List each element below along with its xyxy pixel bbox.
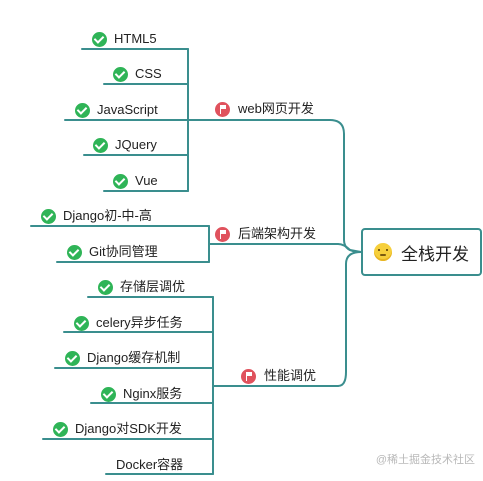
topic-label: JavaScript bbox=[97, 102, 158, 117]
topic-label: CSS bbox=[135, 66, 162, 81]
topic-vue[interactable]: Vue bbox=[113, 173, 158, 189]
check-icon bbox=[113, 66, 128, 82]
check-icon bbox=[93, 137, 108, 153]
topic-django-levels[interactable]: Django初-中-高 bbox=[41, 208, 152, 224]
topic-storage-tuning[interactable]: 存储层调优 bbox=[98, 279, 185, 295]
flag-icon bbox=[215, 226, 230, 242]
trunk-backend bbox=[337, 243, 362, 253]
branch-performance[interactable]: 性能调优 bbox=[241, 368, 316, 384]
check-icon bbox=[113, 173, 128, 189]
branch-label: 后端架构开发 bbox=[238, 226, 317, 241]
topic-css[interactable]: CSS bbox=[113, 66, 162, 82]
topic-label: Django缓存机制 bbox=[87, 350, 181, 365]
branch-web-dev[interactable]: web网页开发 bbox=[215, 101, 314, 117]
topic-label: JQuery bbox=[115, 137, 157, 152]
check-icon bbox=[101, 386, 116, 402]
topic-label: Vue bbox=[135, 173, 158, 188]
check-icon bbox=[92, 31, 107, 47]
topic-nginx[interactable]: Nginx服务 bbox=[101, 386, 182, 402]
topic-label: Docker容器 bbox=[116, 457, 184, 472]
topic-celery[interactable]: celery异步任务 bbox=[74, 315, 183, 331]
topic-django-cache[interactable]: Django缓存机制 bbox=[65, 350, 180, 366]
check-icon bbox=[67, 244, 82, 260]
topic-label: Git协同管理 bbox=[89, 244, 158, 259]
check-icon bbox=[53, 421, 68, 437]
topic-django-sdk[interactable]: Django对SDK开发 bbox=[53, 421, 182, 437]
check-icon bbox=[74, 315, 89, 331]
topic-label: Nginx服务 bbox=[123, 386, 183, 401]
topic-git[interactable]: Git协同管理 bbox=[67, 244, 158, 260]
check-icon bbox=[98, 279, 113, 295]
topic-docker[interactable]: Docker容器 bbox=[116, 457, 183, 473]
root-topic[interactable]: 全栈开发 bbox=[361, 228, 482, 276]
trunk-performance bbox=[337, 251, 362, 387]
topic-jquery[interactable]: JQuery bbox=[93, 137, 157, 153]
flag-icon bbox=[241, 368, 256, 384]
branch-backend-arch[interactable]: 后端架构开发 bbox=[215, 226, 316, 242]
flag-icon bbox=[215, 101, 230, 117]
watermark: @稀土掘金技术社区 bbox=[375, 454, 475, 466]
check-icon bbox=[75, 102, 90, 118]
topic-label: HTML5 bbox=[114, 31, 157, 46]
smiley-face-icon bbox=[374, 243, 392, 261]
topic-html5[interactable]: HTML5 bbox=[92, 31, 157, 47]
topic-javascript[interactable]: JavaScript bbox=[75, 102, 158, 118]
branch-label: web网页开发 bbox=[238, 101, 314, 116]
topic-label: celery异步任务 bbox=[96, 315, 183, 330]
topic-label: Django初-中-高 bbox=[63, 208, 152, 223]
check-icon bbox=[41, 208, 56, 224]
topic-label: 存储层调优 bbox=[120, 279, 186, 294]
root-label: 全栈开发 bbox=[401, 244, 469, 264]
trunk-web bbox=[329, 119, 362, 253]
check-icon bbox=[65, 350, 80, 366]
topic-label: Django对SDK开发 bbox=[75, 421, 182, 436]
branch-label: 性能调优 bbox=[264, 368, 317, 383]
